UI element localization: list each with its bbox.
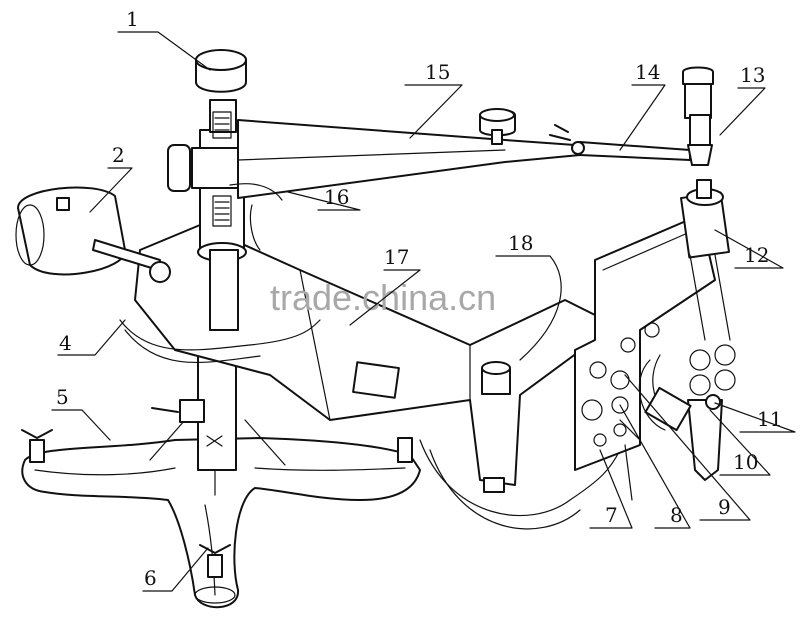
callout-7: 7: [605, 503, 618, 527]
counterweight: [15, 186, 171, 283]
main-body: [119, 224, 621, 530]
callout-10: 10: [733, 450, 758, 474]
callout-18: 18: [508, 231, 533, 255]
callout-13: 13: [740, 63, 765, 87]
callout-5: 5: [56, 385, 69, 409]
callout-labels: 1 2 4 5 6 7 8 9 10 11 12 13 14 15 16 17 …: [56, 7, 782, 590]
callout-4: 4: [59, 331, 72, 355]
callout-16: 16: [324, 185, 349, 209]
tripod-base: [21, 429, 421, 609]
callout-2: 2: [112, 143, 125, 167]
callout-8: 8: [670, 503, 683, 527]
callout-15: 15: [425, 60, 450, 84]
callout-14: 14: [635, 60, 660, 84]
vertical-post: [167, 49, 247, 331]
callout-12: 12: [744, 243, 769, 267]
callout-11: 11: [757, 407, 782, 431]
swing-arm: [229, 66, 714, 251]
callout-9: 9: [718, 495, 731, 519]
callout-1: 1: [126, 7, 139, 31]
callout-17: 17: [384, 245, 409, 269]
callout-leaders: [51, 31, 796, 592]
torch-assembly: [638, 179, 736, 481]
callout-6: 6: [144, 566, 157, 590]
watermark-text: trade.china.cn: [270, 277, 496, 318]
